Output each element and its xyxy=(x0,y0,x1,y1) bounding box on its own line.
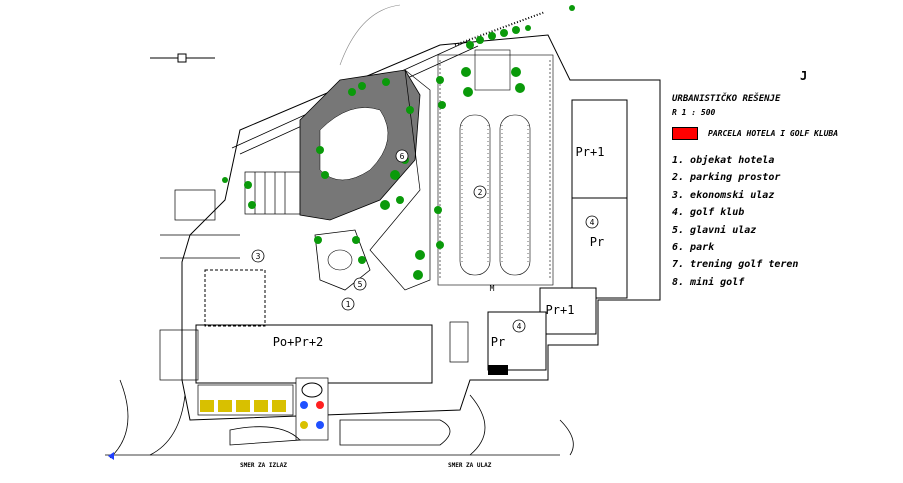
legend-list: 1. objekat hotela 2. parking prostor 3. … xyxy=(672,152,892,291)
direction-arrow xyxy=(108,452,114,460)
legend-item: 2. parking prostor xyxy=(672,172,781,184)
marker-golf-club-a: 4 xyxy=(590,218,595,227)
pool xyxy=(301,382,323,398)
road-label-left: SMER ZA IZLAZ xyxy=(240,462,287,469)
legend-item: 4. golf klub xyxy=(672,207,745,219)
marker-parking: 2 xyxy=(478,188,483,197)
building-right-middle xyxy=(571,197,628,299)
legend-item: 8. mini golf xyxy=(672,276,745,288)
scale-bar xyxy=(150,53,215,63)
service-gate xyxy=(488,365,508,375)
legend-scale: R 1 : 500 xyxy=(672,108,716,117)
main-parking xyxy=(437,54,554,286)
pool-umbrellas xyxy=(300,401,324,429)
markers xyxy=(251,149,599,333)
top-hatch xyxy=(454,11,546,46)
garden-area xyxy=(369,69,431,291)
site-boundary xyxy=(181,34,661,421)
terrace-seating xyxy=(200,400,286,412)
building-hotel xyxy=(195,324,433,384)
legend-item: 3. ekonomski ulaz xyxy=(672,189,775,201)
label-right-middle: Pr xyxy=(590,235,604,249)
legend-parcel: PARCELA HOTELA I GOLF KLUBA xyxy=(672,127,892,140)
access-arc xyxy=(339,4,401,66)
label-hotel: Po+Pr+2 xyxy=(273,335,324,349)
marker-park: 6 xyxy=(400,152,405,161)
legend-item: 5. glavni ulaz xyxy=(672,224,757,236)
road-label-right: SMER ZA ULAZ xyxy=(448,462,492,469)
marker-service: 3 xyxy=(256,252,261,261)
marker-entrance: 5 xyxy=(358,280,363,289)
legend-item: 7. trening golf teren xyxy=(672,259,799,271)
label-center-right: Pr+1 xyxy=(546,303,575,317)
marker-hotel: 1 xyxy=(346,300,351,309)
hotel-wing xyxy=(159,329,199,381)
hotel-annex xyxy=(204,269,266,327)
marker-golf-club-b: 4 xyxy=(517,322,522,331)
marker-gate: M xyxy=(490,284,495,293)
legend-title: URBANISTIČKO REŠENJE xyxy=(672,94,781,104)
building-center-right xyxy=(539,287,597,335)
fountain xyxy=(327,249,353,271)
legend-item: 1. objekat hotela xyxy=(672,155,775,166)
north-mark: J xyxy=(800,69,808,83)
parcel-label: PARCELA HOTELA I GOLF KLUBA xyxy=(708,129,839,138)
bottom-roads xyxy=(105,379,574,459)
parcel-swatch xyxy=(672,127,698,140)
service-pad xyxy=(449,321,469,363)
label-lower: Pr xyxy=(491,335,505,349)
legend: URBANISTIČKO REŠENJE R 1 : 500 PARCELA H… xyxy=(672,94,892,291)
building-top-right xyxy=(571,99,628,201)
legend-item: 6. park xyxy=(672,242,715,254)
top-structure xyxy=(474,49,511,91)
label-top-right: Pr+1 xyxy=(576,145,605,159)
park-paths xyxy=(319,107,389,181)
left-parking xyxy=(160,171,301,259)
